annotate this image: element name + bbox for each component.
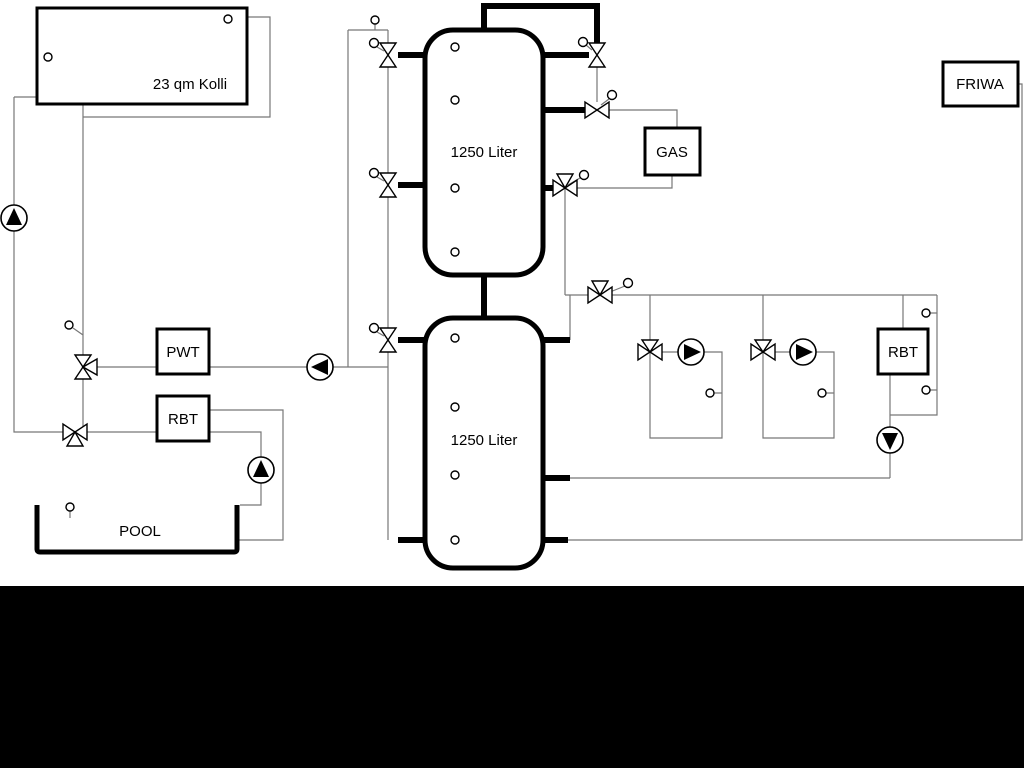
temp-sensor-icon [43,52,53,62]
pwt-label: PWT [166,344,199,361]
pump-solar [0,204,28,232]
pump-right-triangle [684,344,701,360]
temp-sensor-icon [450,42,460,52]
buffer-tank-bottom: 1250 Liter [422,315,546,571]
temp-sensor-icon [921,385,931,395]
temperature-sensors [43,14,931,545]
three-way-valve-gas-return [552,169,590,198]
pump-up-triangle [6,208,22,225]
letterbox-band [0,586,1024,768]
actuator-icon [368,167,380,179]
solar-collector: 23 qm Kolli [35,6,249,106]
rbt-right-label: RBT [888,344,918,361]
pipe-network [13,3,1023,543]
actuator-icon [368,322,380,334]
temp-sensor-icon [450,247,460,257]
pump-left-triangle [311,359,328,375]
pool-body [34,505,240,555]
valve-tank1-mid-left [368,167,398,198]
valve-tank1-top-left [368,37,398,68]
buffer-tank-top: 1250 Liter [422,27,546,278]
buffer-tank-bottom-label: 1250 Liter [451,432,518,449]
pwt-heat-exchanger: PWT [155,327,211,376]
actuator-icon [578,169,590,181]
temp-sensor-icon [817,388,827,398]
buffer-tank-bottom-body [422,315,546,571]
three-way-valve-rbt-left [62,422,88,447]
rbt-left-body [155,394,211,443]
friwa-station: FRIWA [941,60,1020,108]
actuator-icon [606,89,618,101]
gas-boiler-label: GAS [656,144,688,161]
temp-sensor-icon [705,388,715,398]
rbt-right: RBT [876,327,930,376]
solar-collector-label: 23 qm Kolli [153,76,227,93]
gas-boiler: GAS [643,126,702,177]
temp-sensor-icon [450,535,460,545]
gas-boiler-body [643,126,702,177]
pump-pwt [306,353,334,381]
buffer-tank-top-label: 1250 Liter [451,144,518,161]
friwa-label: FRIWA [956,76,1004,93]
pipe-mains [398,3,600,543]
pump-right-triangle [796,344,813,360]
solar-collector-body [35,6,249,106]
three-way-valve-heating-supply [587,277,634,305]
temp-sensor-icon [370,15,380,25]
pump-circuit-2 [789,338,817,366]
three-way-valve-circuit-1 [637,339,663,362]
pump-up-triangle [253,460,269,477]
pump-circuit-1 [677,338,705,366]
valve-gas-supply [584,89,618,120]
temp-sensor-icon [65,502,75,512]
pump-rbt-right [876,426,904,454]
pool: POOL [34,505,240,555]
three-way-valve-pwt [73,354,98,380]
rbt-left-label: RBT [168,411,198,428]
actuator-icon [368,37,380,49]
buffer-tank-top-body [422,27,546,278]
temp-sensor-icon [450,470,460,480]
pool-label: POOL [119,523,161,540]
temp-sensor-icon [450,402,460,412]
temp-sensor-icon [64,320,74,330]
three-way-valve-circuit-2 [750,339,776,362]
valve-tank2-left [368,322,398,353]
rbt-left: RBT [155,394,211,443]
pwt-body [155,327,211,376]
temp-sensor-icon [450,95,460,105]
actuator-icon [577,36,589,48]
temp-sensor-icon [223,14,233,24]
temp-sensor-icon [450,333,460,343]
rbt-right-body [876,327,930,376]
pump-pool [247,456,275,484]
temp-sensor-icon [921,308,931,318]
pump-down-triangle [882,433,898,450]
friwa-body [941,60,1020,108]
actuator-icon [622,277,634,289]
temp-sensor-icon [450,183,460,193]
valve-header-top [577,36,607,68]
